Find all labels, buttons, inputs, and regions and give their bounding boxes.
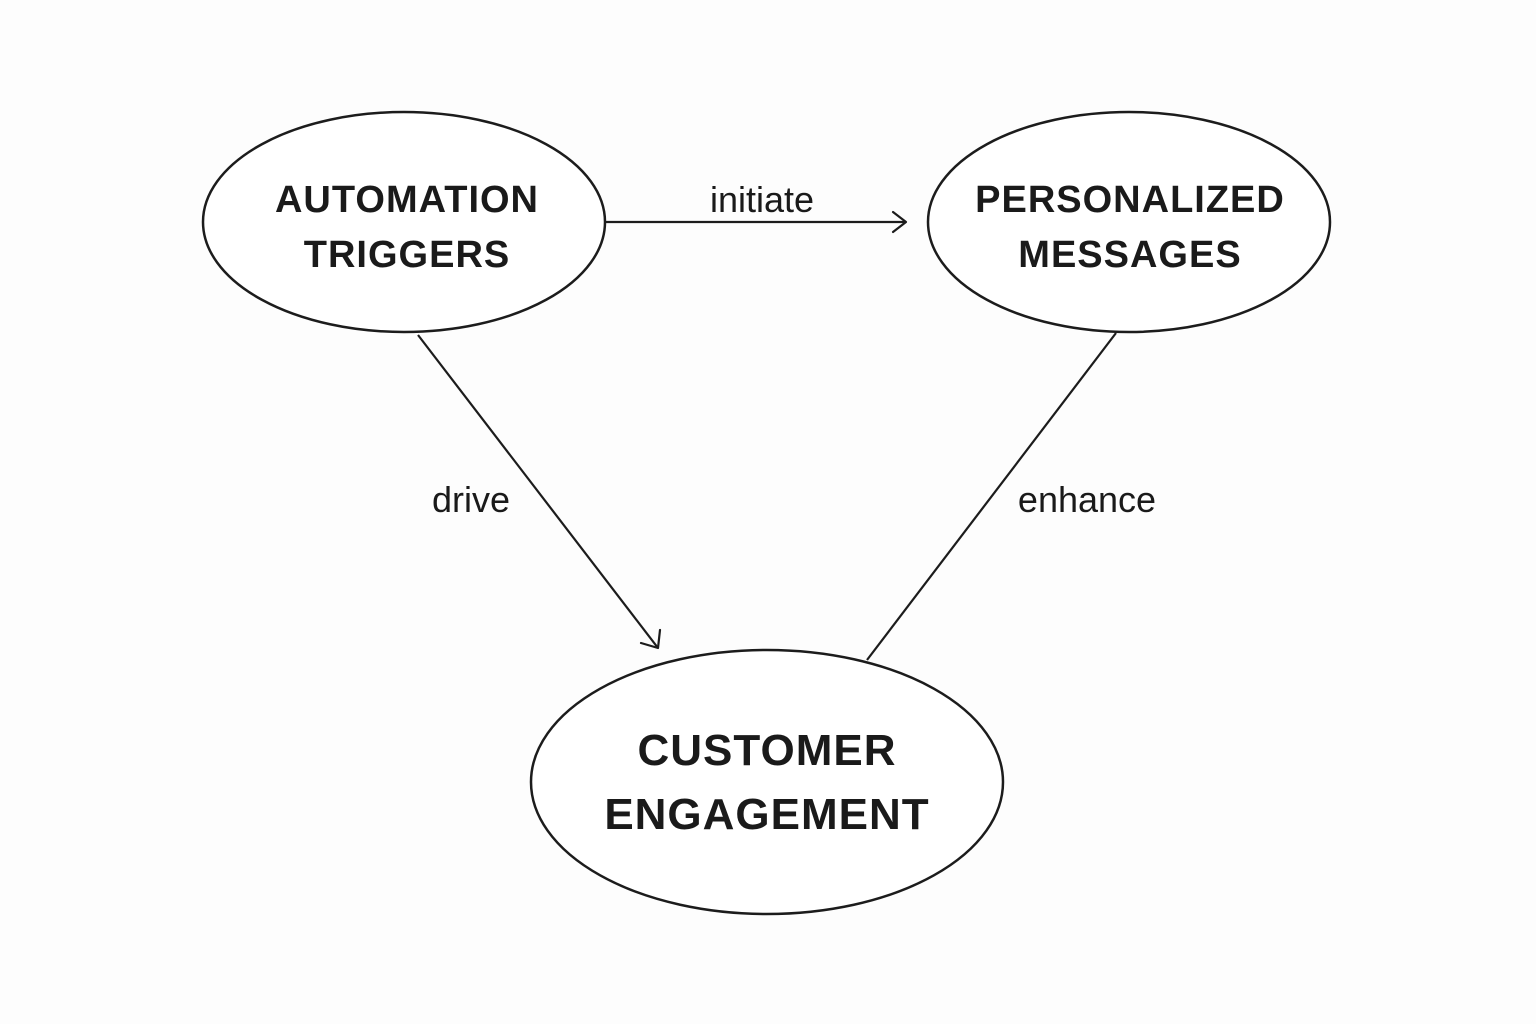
node-automation-triggers-ellipse <box>201 110 607 334</box>
node-personalized-messages-line1: PERSONALIZED <box>975 179 1285 221</box>
edge-drive-label: drive <box>432 479 510 520</box>
edge-enhance-label: enhance <box>1018 479 1156 520</box>
node-customer-engagement-line2: ENGAGEMENT <box>604 790 929 839</box>
node-customer-engagement: CUSTOMER ENGAGEMENT <box>529 648 1005 916</box>
edge-initiate: initiate <box>604 179 908 234</box>
node-automation-triggers: AUTOMATION TRIGGERS <box>201 110 607 334</box>
edge-initiate-arrowhead <box>891 210 908 234</box>
edge-enhance-line <box>866 332 1117 661</box>
edge-drive-line <box>417 334 659 649</box>
edge-initiate-label: initiate <box>710 179 814 220</box>
edge-drive: drive <box>417 334 662 650</box>
node-customer-engagement-line1: CUSTOMER <box>638 726 897 775</box>
node-personalized-messages-line2: MESSAGES <box>1018 234 1241 276</box>
node-personalized-messages-ellipse <box>926 110 1332 334</box>
node-automation-triggers-line2: TRIGGERS <box>304 234 510 276</box>
node-customer-engagement-ellipse <box>529 648 1005 916</box>
edge-drive-arrowhead <box>639 628 662 650</box>
node-automation-triggers-line1: AUTOMATION <box>275 179 539 221</box>
node-personalized-messages: PERSONALIZED MESSAGES <box>926 110 1332 334</box>
edge-enhance: enhance <box>866 332 1156 661</box>
